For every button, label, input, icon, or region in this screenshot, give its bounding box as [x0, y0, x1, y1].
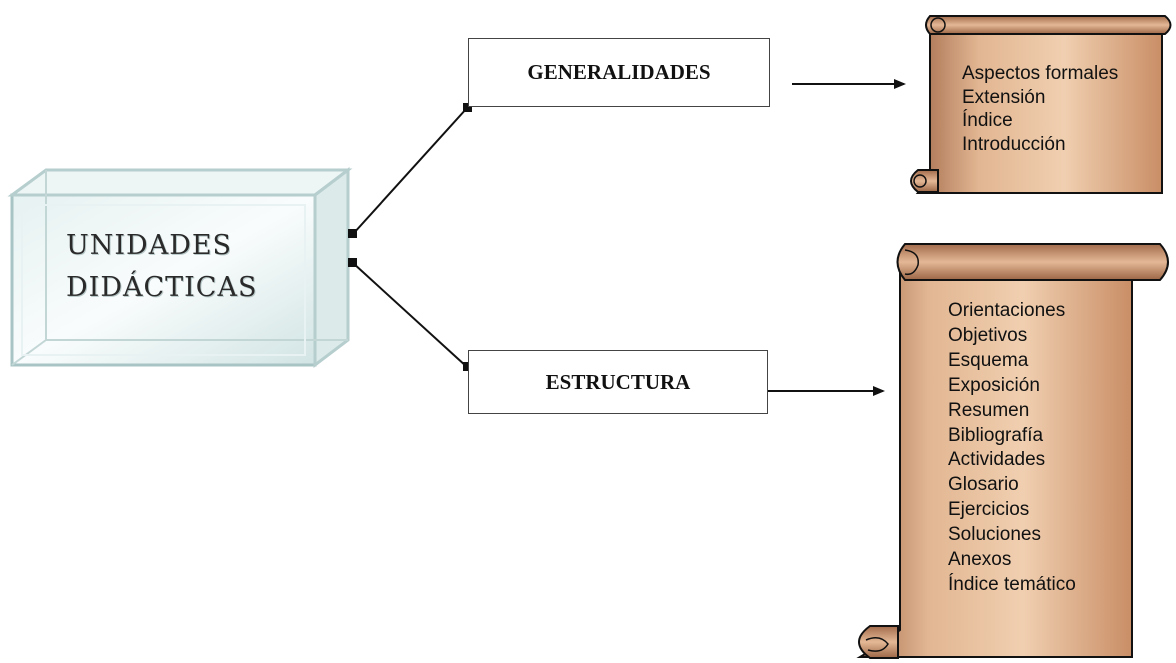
list-item: Bibliografía — [948, 424, 1044, 446]
glass-box-node — [7, 166, 353, 369]
list-item: Soluciones — [948, 524, 1041, 546]
generalidades-label: GENERALIDADES — [527, 60, 711, 84]
main-label-line-1: UNIDADES — [66, 230, 233, 261]
list-item: Índice temático — [948, 573, 1076, 595]
scroll-top — [910, 15, 1172, 194]
connector-bottom — [348, 258, 472, 371]
list-item: Ejercicios — [948, 499, 1030, 521]
main-node-label: UNIDADES DIDÁCTICAS — [66, 225, 286, 309]
main-label-line-2: DIDÁCTICAS — [66, 272, 258, 303]
list-item: Índice — [962, 110, 1013, 132]
estructura-box: ESTRUCTURA — [468, 350, 768, 414]
list-item: Anexos — [948, 549, 1012, 571]
list-item: Glosario — [948, 474, 1019, 496]
list-item: Actividades — [948, 449, 1046, 471]
list-item: Resumen — [948, 399, 1030, 421]
estructura-list: Orientaciones Objetivos Esquema Exposici… — [948, 299, 1076, 598]
estructura-label: ESTRUCTURA — [545, 369, 691, 394]
generalidades-box: GENERALIDADES — [468, 38, 770, 107]
list-item: Aspectos formales — [962, 63, 1119, 84]
list-item: Orientaciones — [948, 300, 1066, 321]
scroll-bottom — [856, 243, 1169, 659]
list-item: Introducción — [962, 133, 1066, 155]
list-item: Objetivos — [948, 324, 1028, 346]
list-item: Extensión — [962, 86, 1046, 108]
list-item: Esquema — [948, 349, 1029, 371]
connector-top — [348, 103, 472, 238]
generalidades-list: Aspectos formales Extensión Índice Intro… — [962, 62, 1118, 156]
list-item: Exposición — [948, 374, 1040, 396]
